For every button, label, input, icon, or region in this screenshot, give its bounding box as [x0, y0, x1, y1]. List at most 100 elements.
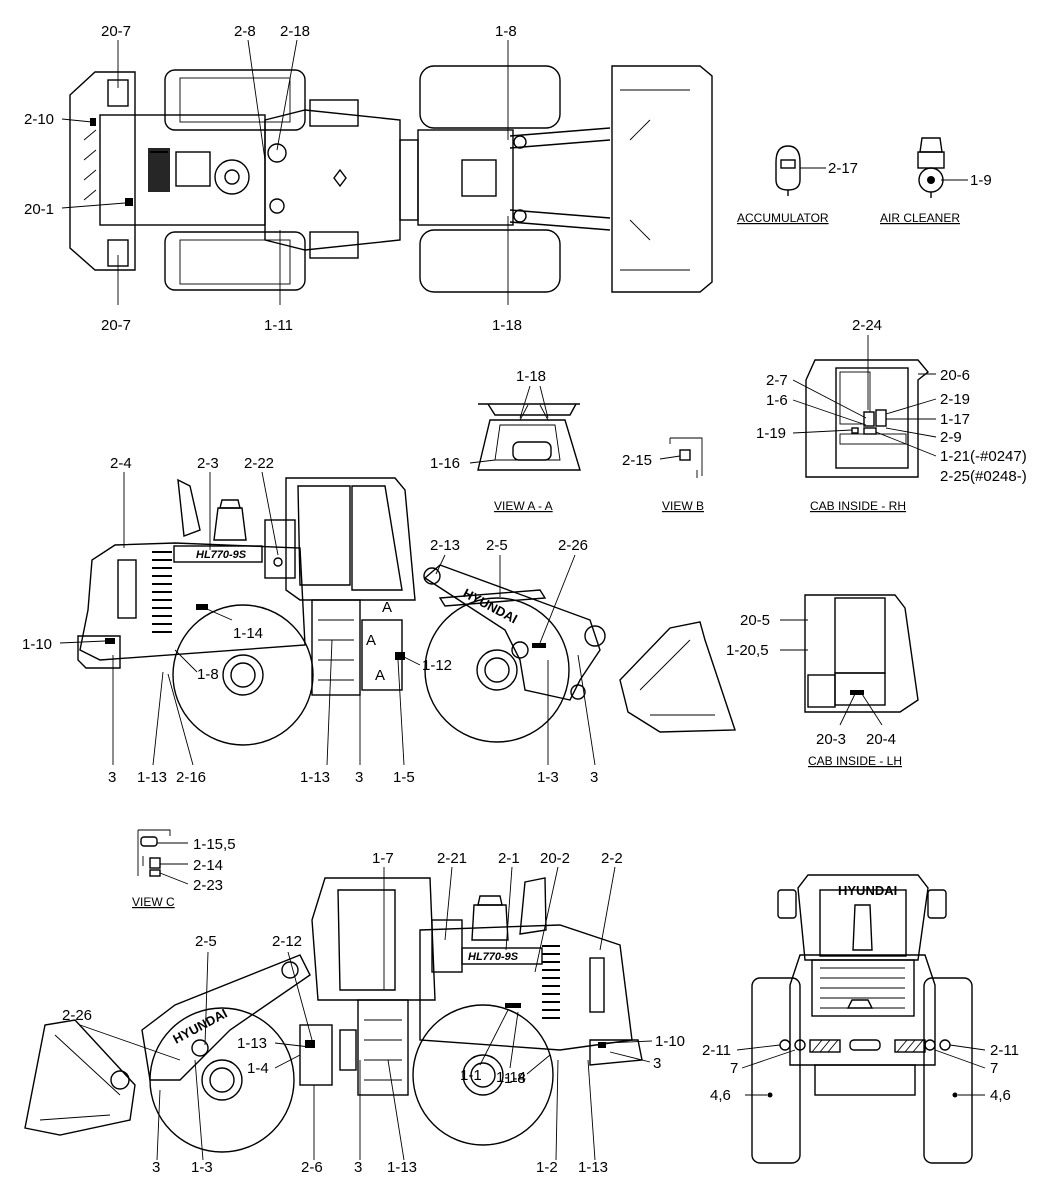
accumulator-detail	[775, 145, 801, 196]
air-cleaner-detail	[917, 137, 945, 198]
callout-label: 1-7	[372, 850, 394, 867]
callout-label: 2-8	[234, 23, 256, 40]
callout-label: 1-13	[237, 1035, 267, 1052]
callout-label: 2-17	[828, 160, 858, 177]
callout-label: 2-24	[852, 317, 882, 334]
view-a-a-detail	[477, 403, 581, 471]
callout-label: 2-26	[62, 1007, 92, 1024]
callout-label: 1-6	[766, 392, 788, 409]
callout-label: 1-13	[578, 1159, 608, 1176]
model-badge-left: HL770-9S	[196, 549, 247, 561]
cab-inside-lh-detail	[804, 594, 919, 713]
callout-label: 20-1	[24, 201, 54, 218]
callout-label: 20-4	[866, 731, 896, 748]
callout-label: 2-10	[24, 111, 54, 128]
view-c-detail	[137, 829, 171, 877]
callout-label: 1-13	[137, 769, 167, 786]
cab-inside-rh-detail	[805, 359, 929, 478]
callout-label: 1-3	[537, 769, 559, 786]
callout-label: 4,6	[710, 1087, 731, 1104]
callout-label: 1-21(-#0247)	[940, 448, 1027, 465]
callout-label: 1-17	[940, 411, 970, 428]
callout-label: 1-16	[430, 455, 460, 472]
callout-label: 4,6	[990, 1087, 1011, 1104]
callout-label: 20-3	[816, 731, 846, 748]
callout-label: 20-6	[940, 367, 970, 384]
callout-label: 2-21	[437, 850, 467, 867]
callout-label: 1-13	[387, 1159, 417, 1176]
callout-label: 1-8	[197, 666, 219, 683]
callout-label: 1-14	[496, 1069, 526, 1086]
callout-label: 1-12	[422, 657, 452, 674]
caption-cab-inside-rh: CAB INSIDE - RH	[810, 499, 906, 513]
caption-cab-inside-lh: CAB INSIDE - LH	[808, 754, 902, 768]
callout-label: 2-18	[280, 23, 310, 40]
callout-label: 1-18	[492, 317, 522, 334]
view-b-detail	[669, 437, 703, 478]
callout-label: 2-2	[601, 850, 623, 867]
callout-label: 1-15,5	[193, 836, 236, 853]
callout-label: 1-11	[264, 317, 293, 334]
callout-label: 3	[355, 769, 363, 786]
callout-label: 2-16	[176, 769, 206, 786]
callout-label: 1-14	[233, 625, 263, 642]
rear-view: HYUNDAI	[751, 874, 973, 1164]
captions: ACCUMULATOR AIR CLEANER VIEW A - A VIEW …	[132, 211, 960, 909]
callout-label: 2-15	[622, 452, 652, 469]
callout-label: 1-2	[536, 1159, 558, 1176]
callout-label: 20-2	[540, 850, 570, 867]
callout-label: 1-3	[191, 1159, 213, 1176]
callout-label: 3	[152, 1159, 160, 1176]
callout-label: 20-5	[740, 612, 770, 629]
callout-label: 2-1	[498, 850, 520, 867]
callout-label: 2-22	[244, 455, 274, 472]
callout-labels: 20-7 2-8 2-18 1-8 2-10 20-1 20-7 1-11 1-…	[22, 23, 1027, 1176]
callout-label: 2-25(#0248-)	[940, 468, 1027, 485]
callout-label: 2-5	[195, 933, 217, 950]
caption-accumulator: ACCUMULATOR	[737, 211, 829, 225]
callout-label: 2-26	[558, 537, 588, 554]
caption-air-cleaner: AIR CLEANER	[880, 211, 960, 225]
callout-label: 2-3	[197, 455, 219, 472]
callout-label: 2-7	[766, 372, 788, 389]
callout-label: 1-1	[460, 1067, 482, 1084]
callout-label: 1-5	[393, 769, 415, 786]
callout-label: 7	[990, 1060, 998, 1077]
callout-label: 1-10	[22, 636, 52, 653]
callout-label: 1-20,5	[726, 642, 769, 659]
callout-label: 1-18	[516, 368, 546, 385]
callout-label: 2-4	[110, 455, 132, 472]
section-marker-a1: A	[366, 632, 376, 649]
caption-view-c: VIEW C	[132, 895, 175, 909]
callout-label: 1-9	[970, 172, 992, 189]
callout-label: 1-13	[300, 769, 330, 786]
callout-label: 1-8	[504, 1070, 526, 1087]
callout-label: 2-11	[990, 1042, 1019, 1059]
section-marker-a2: A	[375, 667, 385, 684]
callout-label: 3	[108, 769, 116, 786]
callout-label: 2-12	[272, 933, 302, 950]
callout-label: 2-11	[702, 1042, 731, 1059]
callout-label: 2-13	[430, 537, 460, 554]
section-marker-a3: A	[382, 599, 392, 616]
callout-label: 2-6	[301, 1159, 323, 1176]
callout-label: 2-19	[940, 391, 970, 408]
left-side-view: HL770-9S A A A HYUNDAI	[77, 477, 736, 746]
callout-label: 20-7	[101, 23, 131, 40]
callout-label: 1-10	[655, 1033, 685, 1050]
callout-label: 2-5	[486, 537, 508, 554]
right-side-view: HL770-9S HYUNDAI	[24, 877, 643, 1153]
caption-view-a-a: VIEW A - A	[494, 499, 553, 513]
callout-label: 7	[730, 1060, 738, 1077]
callout-label: 2-23	[193, 877, 223, 894]
leader-lines	[59, 39, 986, 1161]
callout-label: 20-7	[101, 317, 131, 334]
callout-label: 2-9	[940, 429, 962, 446]
caption-view-b: VIEW B	[662, 499, 704, 513]
callout-label: 3	[653, 1055, 661, 1072]
top-view	[69, 65, 713, 293]
callout-label: 2-14	[193, 857, 223, 874]
callout-label: 3	[590, 769, 598, 786]
callout-label: 3	[354, 1159, 362, 1176]
